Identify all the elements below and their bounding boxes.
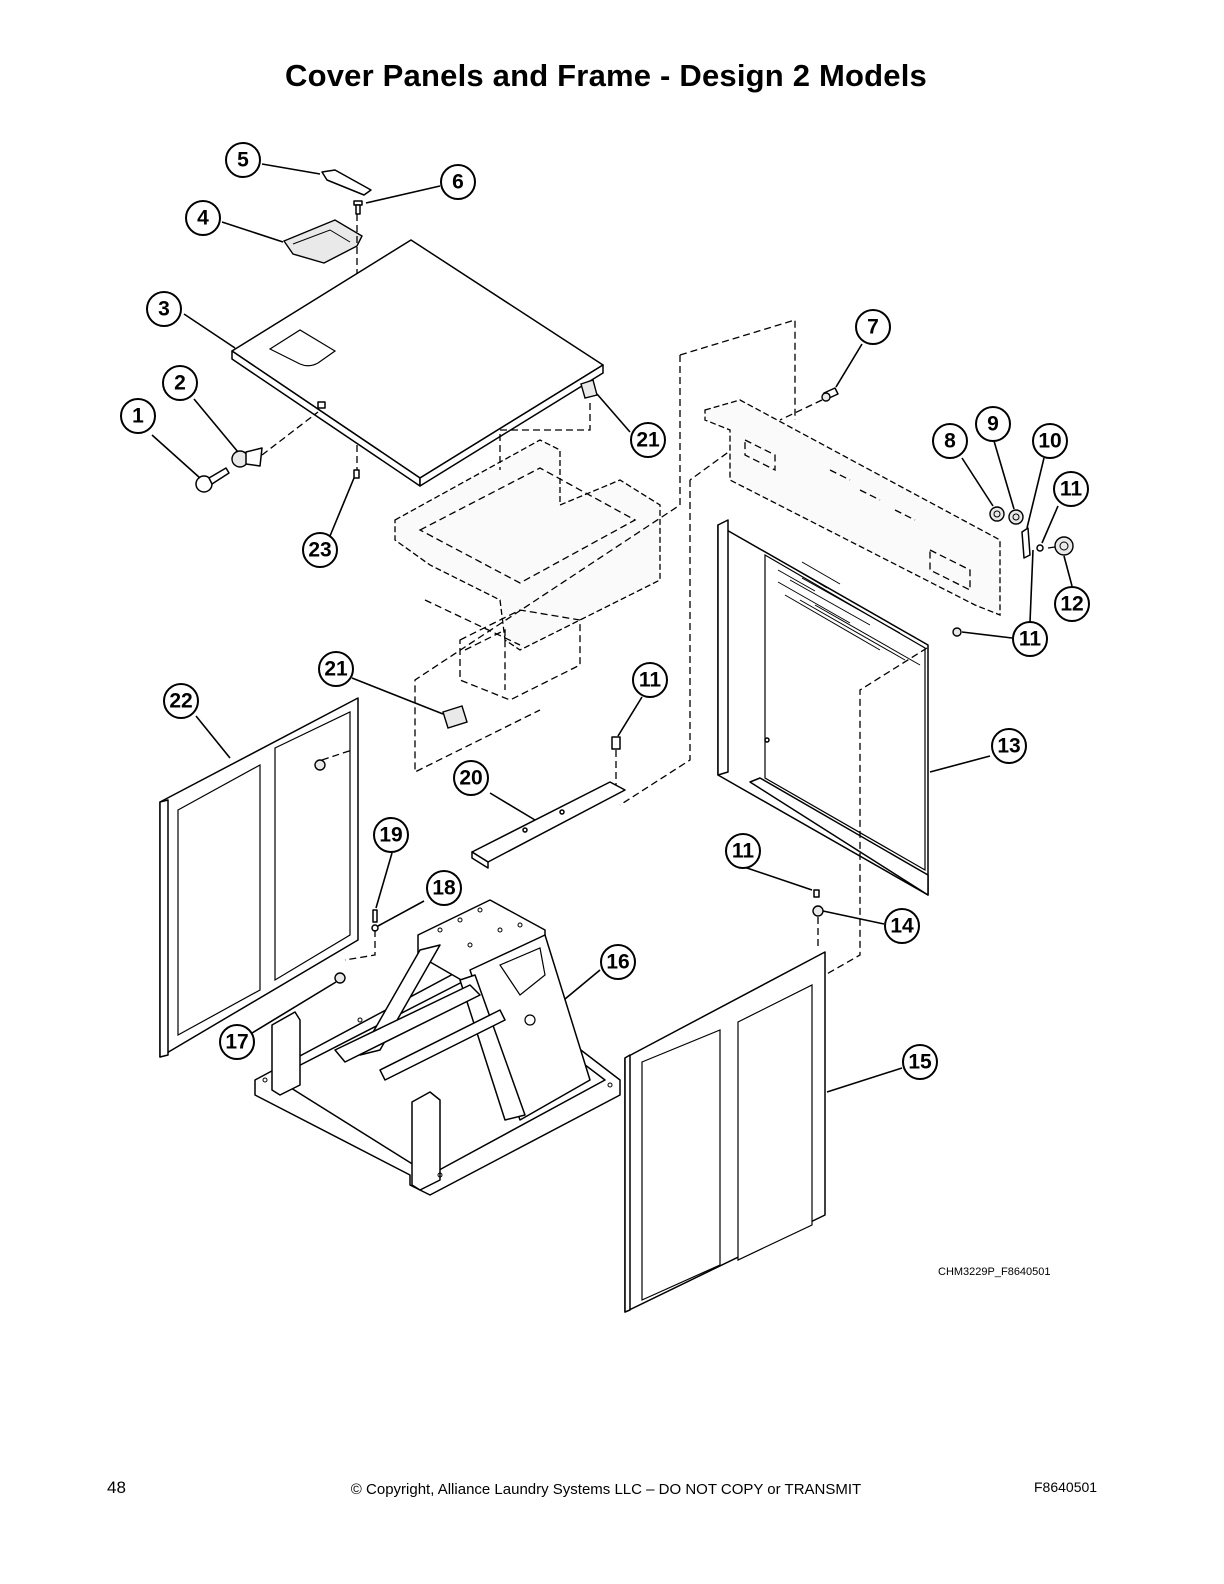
callout-label: 11 — [732, 840, 755, 863]
callout-label: 17 — [225, 1031, 248, 1054]
callout-17: 17 — [219, 1024, 255, 1060]
callout-12: 12 — [1054, 586, 1090, 622]
callout-label: 8 — [944, 430, 956, 453]
callout-19: 19 — [373, 817, 409, 853]
callout-18: 18 — [426, 870, 462, 906]
rear-bracket-dashed — [704, 399, 1001, 616]
callout-label: 23 — [308, 539, 331, 562]
callout-label: 7 — [867, 316, 879, 339]
callout-6: 6 — [440, 164, 476, 200]
callout-5: 5 — [225, 142, 261, 178]
part-11-screw — [611, 736, 621, 750]
page-title: Cover Panels and Frame - Design 2 Models — [285, 58, 927, 93]
callout-label: 11 — [639, 669, 662, 692]
part-21-clip-upper — [580, 379, 598, 399]
part-12-knob — [1054, 536, 1074, 556]
callout-11-side: 11 — [1012, 621, 1048, 657]
callout-label: 18 — [432, 877, 456, 900]
part-15-front-panel — [624, 951, 826, 1313]
rear-frame-dashed — [414, 355, 681, 774]
control-tray-dashed — [394, 439, 661, 701]
callout-label: 11 — [1019, 628, 1042, 651]
copyright-notice: © Copyright, Alliance Laundry Systems LL… — [350, 1481, 862, 1498]
part-11-screw — [952, 627, 962, 637]
document-number: F8640501 — [1034, 1479, 1098, 1495]
callout-label: 16 — [606, 951, 629, 974]
callout-1: 1 — [120, 398, 156, 434]
callout-label: 5 — [237, 149, 249, 172]
alignment-line — [824, 647, 928, 976]
part-11-screw — [1036, 544, 1044, 552]
part-7-screw — [821, 387, 839, 402]
callout-9: 9 — [975, 406, 1011, 442]
callout-21-lower: 21 — [318, 651, 354, 687]
part-21-clip-lower — [442, 705, 468, 729]
figure-code: CHM3229P_F8640501 — [938, 1266, 1051, 1278]
callout-4: 4 — [185, 200, 221, 236]
callout-10: 10 — [1032, 423, 1068, 459]
part-16-base-frame — [254, 899, 621, 1196]
callout-16: 16 — [600, 944, 636, 980]
callout-label: 12 — [1060, 593, 1083, 616]
part-20-bracket — [471, 781, 626, 869]
callout-15: 15 — [902, 1044, 938, 1080]
alignment-line — [321, 749, 353, 761]
callout-label: 3 — [158, 298, 170, 321]
callout-label: 2 — [174, 372, 186, 395]
part-13-side-panel — [717, 519, 929, 896]
alignment-line — [499, 403, 591, 470]
callout-14: 14 — [884, 908, 920, 944]
callout-22: 22 — [163, 683, 199, 719]
callout-20: 20 — [453, 760, 489, 796]
page-number: 48 — [107, 1478, 126, 1497]
callout-8: 8 — [932, 423, 968, 459]
callout-label: 13 — [997, 735, 1020, 758]
part-11-screw — [813, 889, 820, 898]
part-2-lock — [231, 447, 263, 468]
part-6-screw — [353, 200, 363, 215]
callout-label: 11 — [1060, 478, 1083, 501]
part-10-lever — [1021, 527, 1031, 559]
part-14-nut — [812, 905, 824, 917]
part-23-pin — [353, 469, 360, 479]
callout-label: 15 — [908, 1051, 932, 1074]
part-19-screw — [372, 909, 378, 923]
part-17-nut — [334, 972, 346, 984]
alignment-line — [1047, 546, 1056, 549]
part-9-knob — [1008, 509, 1024, 525]
callout-label: 22 — [169, 690, 192, 713]
callout-label: 21 — [636, 429, 660, 452]
callout-11-front: 11 — [725, 833, 761, 869]
callout-label: 1 — [132, 405, 144, 428]
callout-label: 6 — [452, 171, 464, 194]
part-8-knob — [989, 506, 1005, 522]
part-1-key — [195, 467, 230, 493]
part-3-top-panel — [231, 239, 604, 487]
alignment-line — [344, 930, 376, 961]
callout-2: 2 — [162, 365, 198, 401]
callout-13: 13 — [991, 728, 1027, 764]
callout-label: 14 — [890, 915, 914, 938]
callout-label: 20 — [459, 767, 482, 790]
part-5-handle — [321, 169, 372, 196]
callout-3: 3 — [146, 291, 182, 327]
alignment-line — [261, 411, 319, 456]
part-22-side-panel — [159, 697, 359, 1058]
callout-11-knob: 11 — [1053, 471, 1089, 507]
alignment-line — [779, 399, 823, 421]
callout-label: 4 — [197, 207, 209, 230]
callout-label: 21 — [324, 658, 348, 681]
callout-23: 23 — [302, 532, 338, 568]
callout-label: 19 — [379, 824, 402, 847]
callout-21-upper: 21 — [630, 422, 666, 458]
callout-11-bracket: 11 — [632, 662, 668, 698]
leader-lines — [151, 163, 1073, 1093]
callout-7: 7 — [855, 309, 891, 345]
rear-frame-dashed — [619, 480, 691, 806]
callout-label: 9 — [987, 413, 999, 436]
callout-label: 10 — [1038, 430, 1061, 453]
part-4-lid — [282, 219, 363, 264]
